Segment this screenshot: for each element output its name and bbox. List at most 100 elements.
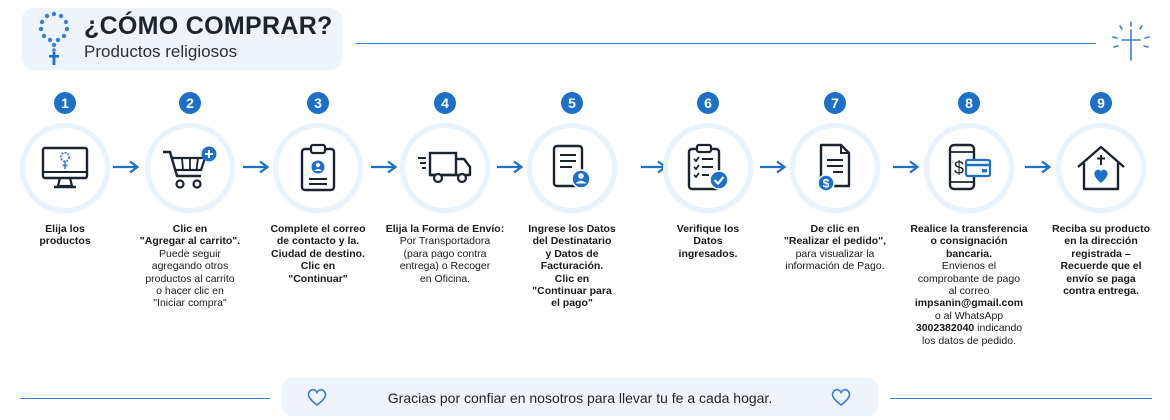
step-description-line: contra entrega.	[1063, 285, 1139, 298]
step-description-line: comprobante de pago	[917, 272, 1021, 285]
step-description-line: al correo	[948, 285, 990, 298]
step-description-line: o consignación	[930, 235, 1008, 248]
heart-icon	[831, 388, 851, 407]
step-description: De clic en"Realizar el pedido",para visu…	[760, 223, 910, 273]
footer-divider-right	[890, 398, 1152, 399]
step-icon-circle	[405, 128, 485, 208]
step-number: 3	[307, 92, 329, 114]
rosary-icon	[38, 11, 70, 65]
step-description-line: (para pago contra	[403, 247, 487, 260]
step-description-line: o al WhatsApp	[934, 309, 1004, 322]
step-description-line: Elija los	[45, 223, 85, 235]
step-number: 8	[958, 92, 980, 114]
step-description-line: "Continuar para	[532, 285, 612, 298]
step-description-line: Reciba su producto	[1051, 223, 1150, 235]
step-number: 5	[561, 92, 583, 114]
step-number: 6	[697, 92, 719, 114]
step-description-line: Realice la transferencia	[910, 223, 1028, 235]
step-description-line: registrada –	[1071, 247, 1131, 260]
sparkle-cross-icon	[1112, 21, 1150, 61]
arrow-right-icon	[1025, 160, 1052, 174]
step-description-line: bancaria.	[945, 247, 993, 260]
step-description-line: impsanin@gmail.com	[914, 297, 1024, 310]
step-icon-circle	[1061, 128, 1141, 208]
phone-payment-icon: $	[948, 143, 992, 191]
step-description-line: productos al carrito	[145, 272, 235, 285]
document-user-icon	[552, 144, 591, 189]
step-number: 7	[824, 92, 846, 114]
checklist-icon	[687, 143, 729, 191]
arrow-right-icon	[113, 160, 140, 174]
arrow-right-icon	[760, 160, 787, 174]
cart-add-icon	[163, 146, 217, 189]
arrow-right-icon	[641, 160, 668, 174]
step-description-line: De clic en	[810, 223, 860, 235]
step-description-line: "Realizar el pedido",	[783, 235, 887, 248]
step-number: 1	[54, 92, 76, 114]
step-description-line: y Datos de	[545, 247, 599, 260]
step-description-line: en la dirección	[1064, 235, 1138, 248]
svg-text:$: $	[823, 177, 830, 191]
footer-message: Gracias por confiar en nosotros para lle…	[387, 390, 773, 406]
step-description-line: del Destinatario	[532, 235, 612, 248]
svg-text:$: $	[954, 158, 964, 178]
arrow-right-icon	[893, 160, 920, 174]
step-description: Elija la Forma de Envío:Por Transportado…	[370, 223, 520, 285]
step-description-line: entrega) o Recoger	[399, 260, 491, 273]
step-icon-circle: $	[929, 128, 1009, 208]
step-description-line: el pago"	[551, 297, 593, 310]
house-cross-heart-icon	[1077, 145, 1125, 191]
step-description-line: Clic en	[300, 260, 336, 273]
footer-divider-left	[20, 398, 270, 399]
clipboard-user-icon	[300, 143, 336, 192]
step-description-line: en Oficina.	[419, 272, 471, 285]
step-description-line: información de Pago.	[785, 260, 885, 273]
computer-rosary-icon	[41, 146, 89, 189]
step-description-line: ingresados.	[678, 247, 738, 260]
step-description-line: productos	[39, 235, 91, 248]
step-icon-circle	[150, 128, 230, 208]
step-number: 9	[1090, 92, 1112, 114]
step-description-line: Clic en	[172, 223, 208, 235]
step-description-line: Por Transportadora	[399, 235, 491, 248]
step-description-line: para visualizar la	[795, 247, 875, 260]
step-number: 4	[434, 92, 456, 114]
step-description-line: Facturación.	[540, 260, 604, 273]
step-description-line: agregando otros	[151, 260, 229, 273]
step-description-line: Clic en	[554, 272, 590, 285]
step-icon-circle	[532, 128, 612, 208]
step-icon-circle: $	[795, 128, 875, 208]
arrow-right-icon	[371, 160, 398, 174]
step-icon-circle	[278, 128, 358, 208]
step-description-line: Recuerde que el	[1060, 260, 1142, 273]
heart-icon	[307, 388, 327, 407]
step-description-line: Puede seguir	[159, 247, 221, 260]
step-description-line: envío se paga	[1066, 272, 1136, 285]
step-description-line: Verifique los	[676, 223, 740, 235]
step-description-line: Envienos el	[941, 260, 997, 273]
step-description-line: Elija la Forma de Envío:	[385, 223, 505, 235]
step-description-line: 3002382040 indicando	[915, 322, 1023, 335]
step-icon-circle	[668, 128, 748, 208]
step-description-line: o hacer clic en	[156, 285, 224, 298]
arrow-right-icon	[497, 160, 524, 174]
header-divider	[356, 43, 1096, 44]
arrow-right-icon	[243, 160, 270, 174]
header-banner	[22, 8, 342, 70]
step-description-line: de contacto y la.	[276, 235, 360, 248]
step-description-line: "Continuar"	[288, 272, 348, 285]
step-description-line: Complete el correo	[270, 223, 366, 235]
invoice-dollar-icon: $	[817, 143, 851, 192]
footer-banner: Gracias por confiar en nosotros para lle…	[282, 378, 878, 416]
step-number: 2	[179, 92, 201, 114]
step-description-line: Ciudad de destino.	[271, 247, 365, 260]
step-description-line: "Iniciar compra"	[153, 297, 227, 310]
step-description: Clic en"Agregar al carrito".Puede seguir…	[115, 223, 265, 310]
step-description-line: "Agregar al carrito".	[139, 235, 241, 248]
